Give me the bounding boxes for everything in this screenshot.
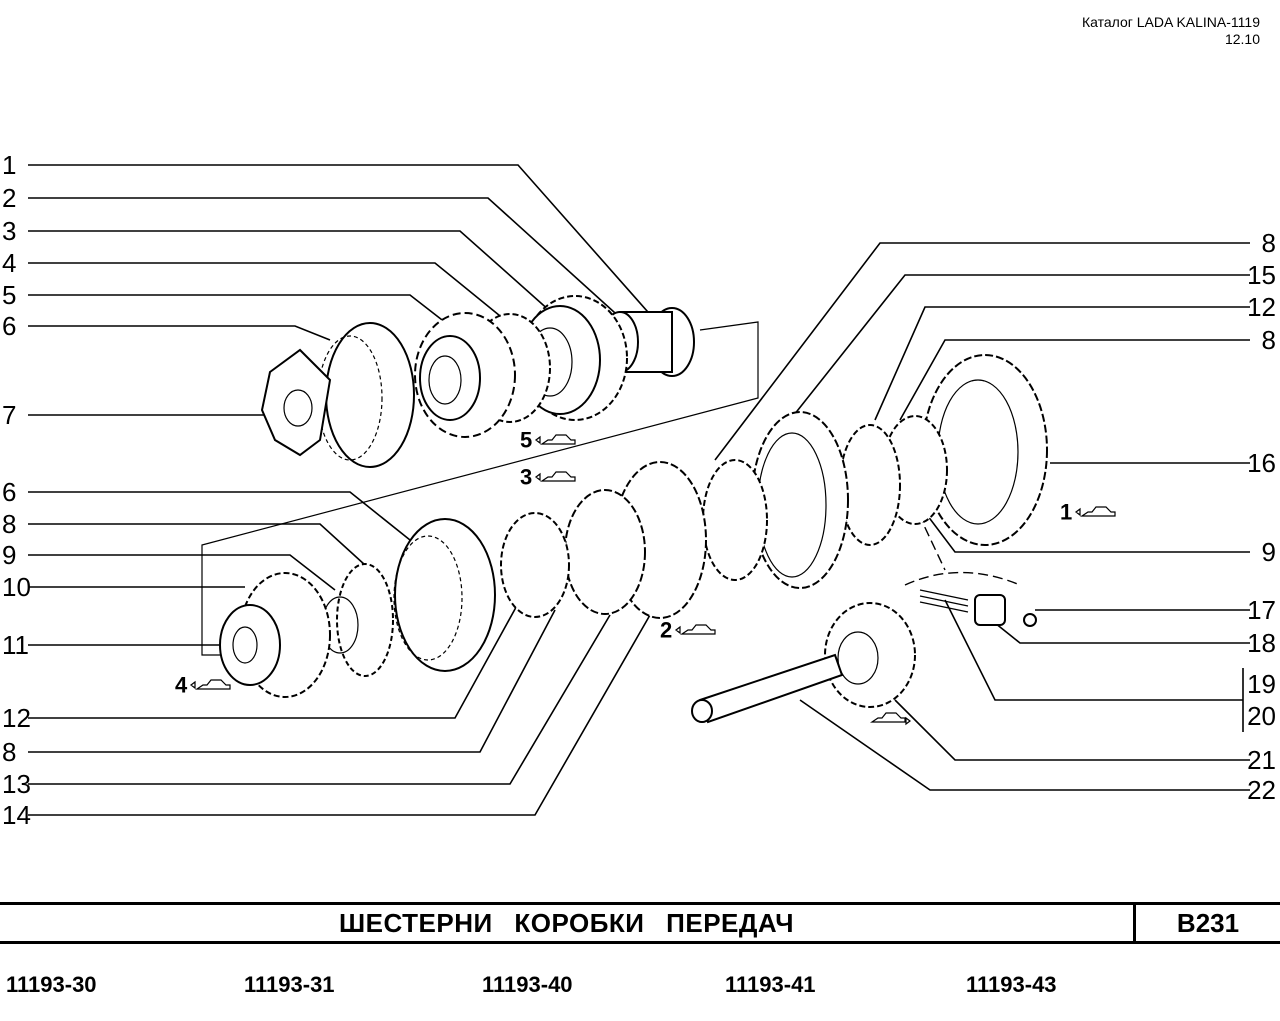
gear-number: 5 (520, 428, 532, 453)
page-code: B231 (1176, 908, 1240, 938)
callout-label: 16 (1247, 448, 1276, 478)
car-icon (535, 434, 576, 445)
car-icon (675, 624, 716, 635)
reverse-idler-parts (691, 589, 1037, 724)
callout-label: 12 (1247, 292, 1276, 322)
catalog-header: Каталог LADA KALINA-1119 12.10 (1082, 14, 1260, 48)
callout-label: 8 (2, 509, 16, 539)
callout-label: 10 (2, 572, 31, 602)
callout-label: 22 (1247, 775, 1276, 805)
callout-label: 3 (2, 216, 16, 246)
callout-label: 1 (2, 150, 16, 180)
page-title: ШЕСТЕРНИ КОРОБКИ ПЕРЕДАЧ (339, 908, 794, 938)
callout-label: 7 (2, 400, 16, 430)
gear-marks: 5 3 1 2 4 (175, 428, 1116, 726)
secondary-shaft-parts (219, 354, 1048, 698)
model-code: 11193-40 (482, 972, 573, 997)
callout-label: 5 (2, 280, 16, 310)
model-code: 11193-41 (725, 972, 816, 997)
upper-shaft-parts (260, 295, 695, 468)
callout-label: 20 (1247, 701, 1276, 731)
callout-label: 13 (2, 769, 31, 799)
car-icon (190, 679, 231, 690)
model-code: 11193-31 (244, 972, 335, 997)
callout-label: 12 (2, 703, 31, 733)
detent-guide (904, 571, 1021, 586)
title-separator (1133, 904, 1136, 942)
model-code: 11193-30 (6, 972, 97, 997)
callout-label: 14 (2, 800, 31, 830)
callout-label: 9 (1262, 537, 1276, 567)
callout-label: 8 (2, 737, 16, 767)
callout-label: 6 (2, 477, 16, 507)
callout-label: 15 (1247, 260, 1276, 290)
car-icon (535, 471, 576, 482)
callout-label: 19 (1247, 669, 1276, 699)
gear-number: 2 (660, 618, 672, 643)
callout-label: 6 (2, 311, 16, 341)
callout-label: 8 (1262, 228, 1276, 258)
footer-top-border (0, 902, 1280, 905)
detent-axis (911, 499, 946, 571)
callout-label: 2 (2, 183, 16, 213)
car-icon (1075, 506, 1116, 517)
reverse-car-icon (870, 712, 911, 726)
callout-label: 4 (2, 248, 16, 278)
title-bar: ШЕСТЕРНИ КОРОБКИ ПЕРЕДАЧ B231 (0, 904, 1280, 942)
upper-group-outline (201, 321, 759, 656)
left-leaders (28, 164, 656, 816)
callout-label: 9 (2, 540, 16, 570)
callout-label: 21 (1247, 745, 1276, 775)
model-code: 11193-43 (966, 972, 1057, 997)
gear-number: 1 (1060, 500, 1072, 525)
footer-bottom-border (0, 941, 1280, 944)
callout-label: 18 (1247, 628, 1276, 658)
gear-number: 3 (520, 465, 532, 490)
gear-number: 4 (175, 673, 188, 698)
callout-label: 17 (1247, 595, 1276, 625)
callout-label: 11 (2, 630, 29, 660)
catalog-name: Каталог LADA KALINA-1119 (1081, 14, 1260, 30)
catalog-date: 12.10 (1224, 31, 1260, 47)
callout-label: 8 (1262, 325, 1276, 355)
